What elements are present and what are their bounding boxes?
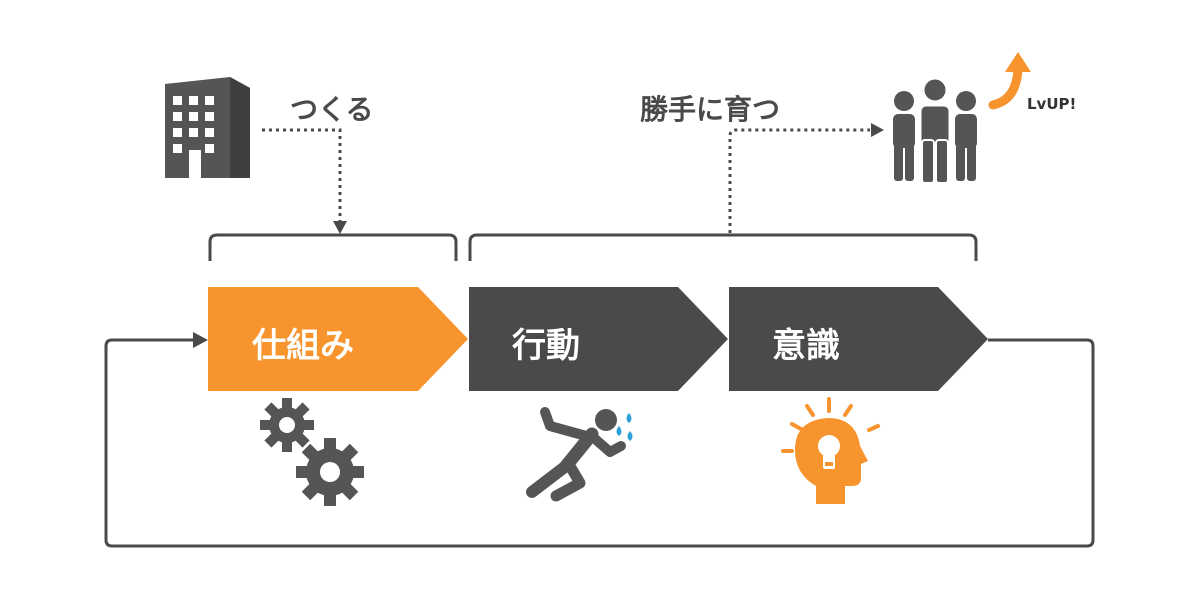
step-ishiki-shape	[729, 287, 988, 391]
grow-dotted-connector	[728, 128, 870, 233]
grow-arrowhead	[871, 123, 884, 137]
label-build: つくる	[290, 93, 374, 126]
loop-arrowhead	[193, 332, 208, 348]
step-label-ishiki: 意識	[772, 326, 840, 366]
loop-back-connector	[104, 338, 1095, 548]
step-shikumi-shape	[208, 287, 468, 391]
label-grow: 勝手に育つ	[640, 93, 781, 126]
head-lightbulb-icon	[781, 397, 880, 504]
gears-icon	[260, 398, 364, 506]
build-arrowhead	[333, 221, 347, 234]
up-arrow-icon	[988, 52, 1031, 110]
step-label-koudou: 行動	[512, 326, 580, 366]
bracket-build	[208, 233, 458, 261]
step-label-shikumi: 仕組み	[252, 326, 354, 366]
people-group-icon	[893, 76, 977, 184]
building-icon	[165, 77, 250, 178]
label-lvup: LvUP!	[1027, 95, 1077, 113]
running-person-icon	[526, 407, 633, 502]
step-koudou-shape	[469, 287, 728, 391]
build-dotted-connector	[262, 128, 342, 222]
bracket-grow	[468, 233, 978, 261]
